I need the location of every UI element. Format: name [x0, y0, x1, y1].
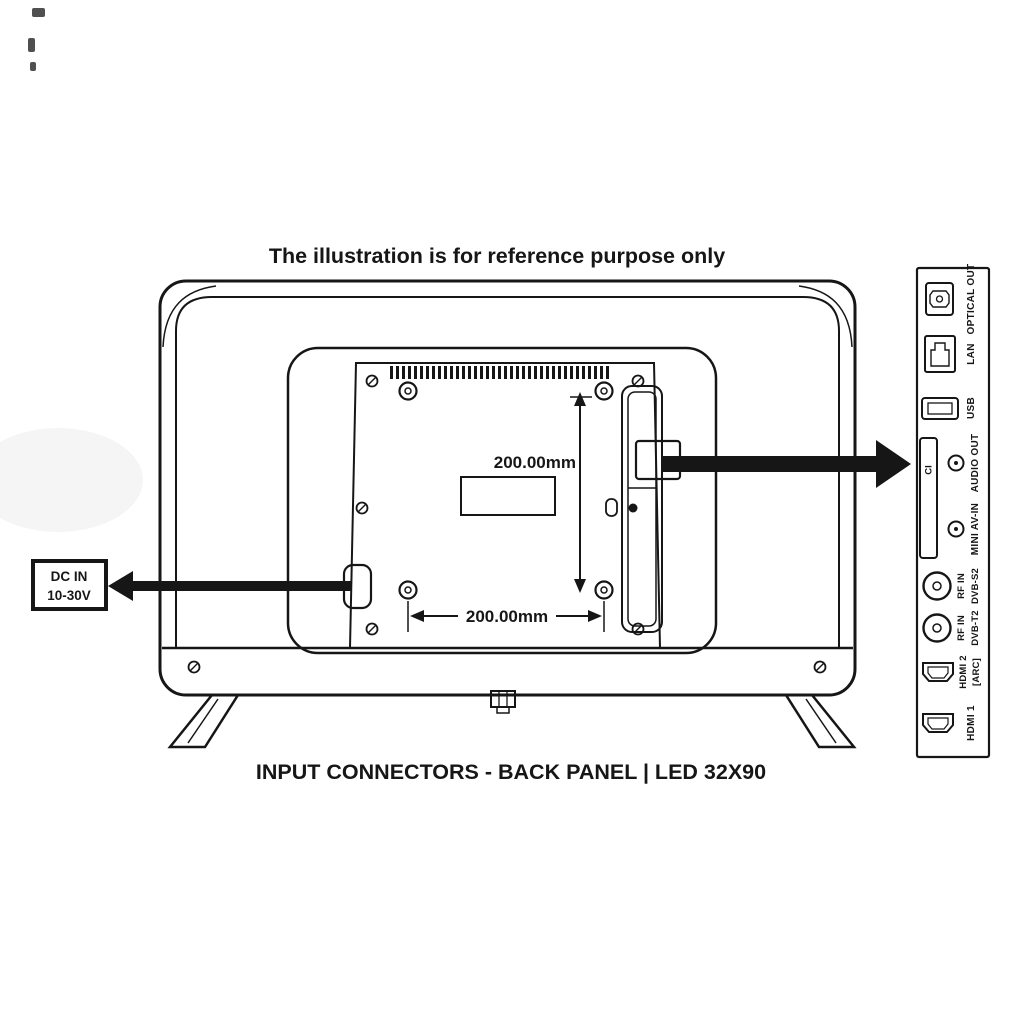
tv-back-view: [158, 279, 857, 749]
mini-av-in-jack-icon: [947, 520, 965, 538]
side-connector-recess: [621, 385, 663, 633]
rf-t2-connector-icon: [922, 613, 952, 643]
stand-bar-details: [187, 660, 827, 714]
dc-in-label-line2: 10-30V: [47, 588, 91, 603]
page-title: INPUT CONNECTORS - BACK PANEL | LED 32X9…: [256, 760, 766, 784]
vesa-hole-top-right: [594, 381, 614, 401]
connector-panel: OPTICAL OUT LAN USB CI AUDIO OUT: [915, 264, 991, 759]
mini-av-in-label: MINI AV-IN: [970, 503, 981, 555]
port-usb: USB: [921, 397, 977, 420]
audio-out-jack-icon: [947, 454, 965, 472]
ci-slot: [919, 437, 938, 559]
usb-label: USB: [966, 397, 977, 419]
tv-feet: [167, 693, 857, 749]
hdmi2-label-line2: [ARC]: [971, 658, 982, 686]
port-rf-in-dvb-t2: RF IN DVB-T2: [922, 610, 981, 646]
lan-port-icon: [924, 335, 956, 373]
hdmi2-label-line1: HDMI 2: [958, 655, 969, 688]
port-rf-in-dvb-s2: RF IN DVB-S2: [922, 568, 981, 604]
port-optical-out: OPTICAL OUT: [925, 264, 977, 335]
dim-arrow-right: [588, 610, 602, 622]
vesa-hole-bottom-right: [594, 580, 614, 600]
dc-in-label-line1: DC IN: [51, 569, 88, 584]
right-foot: [783, 693, 857, 749]
optical-port-icon: [925, 282, 954, 316]
tv-outer-bezel: [158, 279, 857, 697]
plate-screws: [355, 374, 645, 636]
connector-panel-outline: [915, 266, 991, 759]
port-hdmi-2: HDMI 2 [ARC]: [922, 655, 982, 689]
hdmi1-connector-icon: [922, 713, 954, 733]
vesa-vertical-dim-label: 200.00mm: [494, 453, 576, 472]
rf-s2-label-line2: DVB-S2: [970, 568, 981, 604]
stand-center-connector: [490, 690, 516, 708]
port-ci: CI: [919, 437, 938, 559]
dimension-horizontal: 200.00mm: [407, 601, 605, 632]
plate-detail-dot: [628, 503, 638, 513]
dim-arrow-up: [574, 392, 586, 406]
plate-detail-d: [605, 498, 618, 517]
ci-label: CI: [924, 465, 935, 475]
rf-s2-label-line1: RF IN: [956, 573, 967, 599]
rf-s2-connector-icon: [922, 571, 952, 601]
corner-accent-tl: [162, 285, 217, 348]
vesa-horizontal-dim-label: 200.00mm: [466, 607, 548, 626]
rating-label-plate: [460, 476, 556, 516]
right-arrow: [662, 440, 911, 488]
paper-smudge: [0, 428, 143, 532]
dimension-vertical: 200.00mm: [494, 392, 592, 593]
dc-in-label-box: [31, 559, 108, 611]
optical-out-label: OPTICAL OUT: [966, 264, 977, 335]
connector-callout: [634, 439, 911, 488]
dc-in-callout: DC IN 10-30V: [31, 559, 352, 611]
vent-grille: [390, 366, 610, 379]
lan-label: LAN: [966, 343, 977, 364]
rf-t2-label-line1: RF IN: [956, 615, 967, 641]
rf-t2-label-line2: DVB-T2: [970, 610, 981, 646]
raised-back-panel: [286, 346, 718, 655]
vesa-plate: [348, 362, 662, 649]
left-arrow: [108, 571, 352, 601]
hdmi2-connector-icon: [922, 662, 954, 682]
reference-note: The illustration is for reference purpos…: [269, 244, 725, 268]
left-foot: [167, 693, 241, 749]
vesa-plate-outline: [348, 362, 662, 649]
hdmi1-label: HDMI 1: [966, 705, 977, 741]
dim-arrow-left: [410, 610, 424, 622]
vesa-hole-bottom-left: [398, 580, 418, 600]
port-audio-out: AUDIO OUT: [947, 434, 981, 493]
usb-port-icon: [921, 397, 959, 420]
port-mini-av-in: MINI AV-IN: [947, 503, 981, 555]
port-hdmi-1: HDMI 1: [922, 705, 977, 741]
tv-inner-bezel: [175, 296, 840, 648]
dim-arrow-down: [574, 579, 586, 593]
audio-out-label: AUDIO OUT: [970, 434, 981, 493]
scan-artifacts: [0, 8, 143, 532]
vesa-hole-top-left: [398, 381, 418, 401]
port-lan: LAN: [924, 335, 977, 373]
corner-accent-tr: [798, 285, 853, 348]
